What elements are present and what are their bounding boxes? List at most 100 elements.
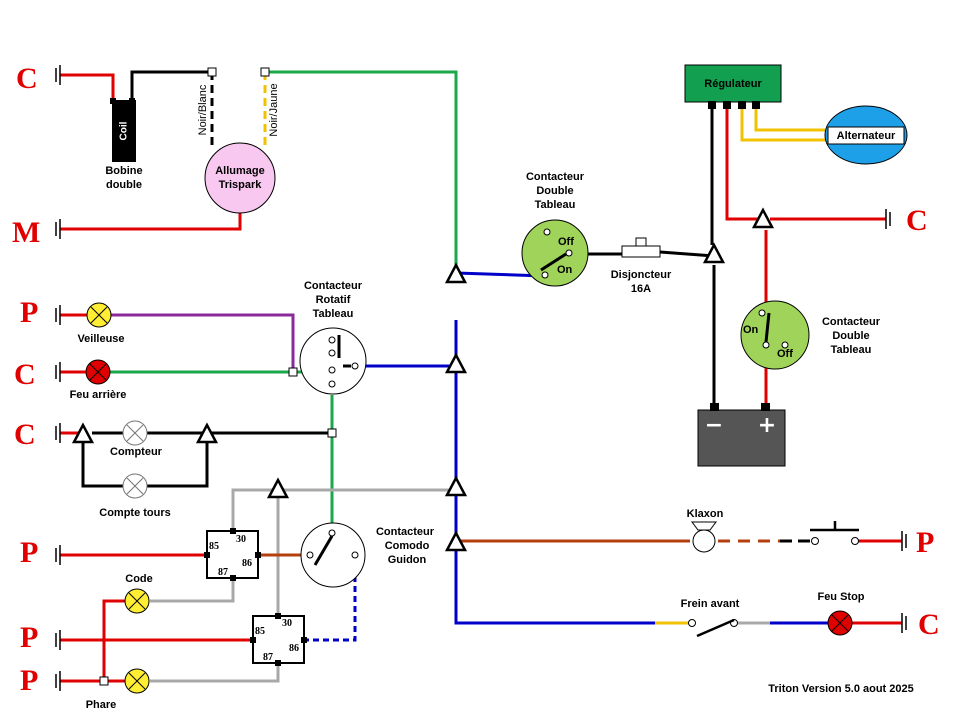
comodo-label-1: Contacteur [376,526,435,538]
wire-coil-black [130,70,212,100]
regulateur: Régulateur [684,64,782,109]
junction-node [327,428,337,438]
junction-node [207,67,217,77]
relay-pin-85: 85 [209,541,219,552]
coil: Coil [110,98,136,162]
compte-tours-lamp [122,473,148,499]
wire-blue-bus [454,320,655,625]
wire-alt-yellow1 [740,104,826,142]
wire-m-red [60,200,242,231]
junction-node [288,367,298,377]
terminal-p-right: P [916,526,934,559]
connector-triangle [266,477,290,499]
bobine-label-1: Bobine [105,165,142,177]
phare-label: Phare [86,699,117,711]
wire-code-red [102,599,125,681]
klaxon-push-button [810,521,859,545]
battery-minus: − [705,413,723,438]
contacteur-comodo [300,522,366,588]
compte-tours-label: Compte tours [99,507,171,519]
version-label: Triton Version 5.0 aout 2025 [768,683,914,695]
contacteur-double-1: Off On [521,219,589,287]
disjoncteur [621,237,661,258]
terminal-c2: C [14,358,36,391]
contacteur-double-2-label-3: Tableau [831,344,872,356]
coil-label: Coil [119,121,130,140]
junction-node [260,67,270,77]
battery-plus: + [758,413,776,438]
veilleuse-label: Veilleuse [77,333,124,345]
wire-alt-yellow2 [754,104,826,132]
relay-pin-87: 87 [218,567,228,578]
switch-on-label: On [743,324,759,336]
rotatif-label-1: Contacteur [304,280,363,292]
allumage-circle [204,142,276,214]
wire-veilleuse-purple [110,313,295,370]
alternateur: Alternateur [824,105,908,165]
contacteur-double-2: On Off [740,300,810,370]
connector-triangle [702,242,726,264]
relay-pin-86: 86 [289,643,299,654]
switch-on-label: On [557,264,573,276]
relay-pin-30: 30 [236,534,246,545]
feu-arriere-label: Feu arrière [70,389,127,401]
noir-blanc-label: Noir/Blanc [197,84,209,135]
phare-lamp [124,668,150,694]
relay-pin-85: 85 [255,626,265,637]
relay-1: 30 85 86 87 [204,528,261,581]
terminal-p2: P [20,536,38,569]
comodo-label-3: Guidon [388,554,427,566]
code-label: Code [125,573,153,585]
terminal-m1: M [12,216,40,249]
klaxon [691,521,717,553]
regulateur-label: Régulateur [704,78,762,90]
feu-stop-label: Feu Stop [817,591,864,603]
feu-stop-lamp [827,610,853,636]
frein-avant-label: Frein avant [681,598,740,610]
wire-regulateur-red [725,104,760,221]
battery: − + [697,403,786,467]
terminal-c3: C [14,418,36,451]
contacteur-double-2-label-2: Double [832,330,869,342]
wires [60,70,902,683]
wire-grey-code [150,578,235,603]
terminal-c-right1: C [906,204,928,237]
wire-blue-contacteur [455,271,546,278]
allumage-label-1: Allumage [215,165,265,177]
veilleuse-lamp [86,302,112,328]
relay-pin-86: 86 [242,558,252,569]
contacteur-double-1-label-3: Tableau [535,199,576,211]
contacteur-rotatif [299,327,367,395]
compteur-label: Compteur [110,446,163,458]
switch-off-label: Off [558,236,574,248]
wire-c1-red [60,73,115,100]
terminal-c1: C [16,62,38,95]
wire-green-top [265,70,458,270]
relay-2: 30 85 86 87 [250,613,307,666]
klaxon-label: Klaxon [687,508,724,520]
wire-grey-phare [150,660,280,683]
disjoncteur-label-2: 16A [631,283,651,295]
connector-triangle [195,422,219,444]
connector-triangle [444,352,468,374]
contacteur-double-2-label-1: Contacteur [822,316,881,328]
rotatif-label-2: Rotatif [316,294,351,306]
relay-pin-87: 87 [263,652,273,663]
feu-arriere-lamp [85,359,111,385]
switch-off-label: Off [777,348,793,360]
wire-blue-dashed [303,555,357,642]
disjoncteur-label-1: Disjoncteur [611,269,672,281]
contacteur-double-1-label-2: Double [536,185,573,197]
terminal-p1: P [20,296,38,329]
contacteur-double-1-label-1: Contacteur [526,171,585,183]
terminal-p3: P [20,621,38,654]
connector-triangle [71,422,95,444]
terminal-p4: P [20,664,38,697]
connector-triangle [444,475,468,497]
code-lamp [124,588,150,614]
noir-jaune-label: Noir/Jaune [268,83,280,136]
rotatif-label-3: Tableau [313,308,354,320]
wire-grey-top [231,488,456,530]
